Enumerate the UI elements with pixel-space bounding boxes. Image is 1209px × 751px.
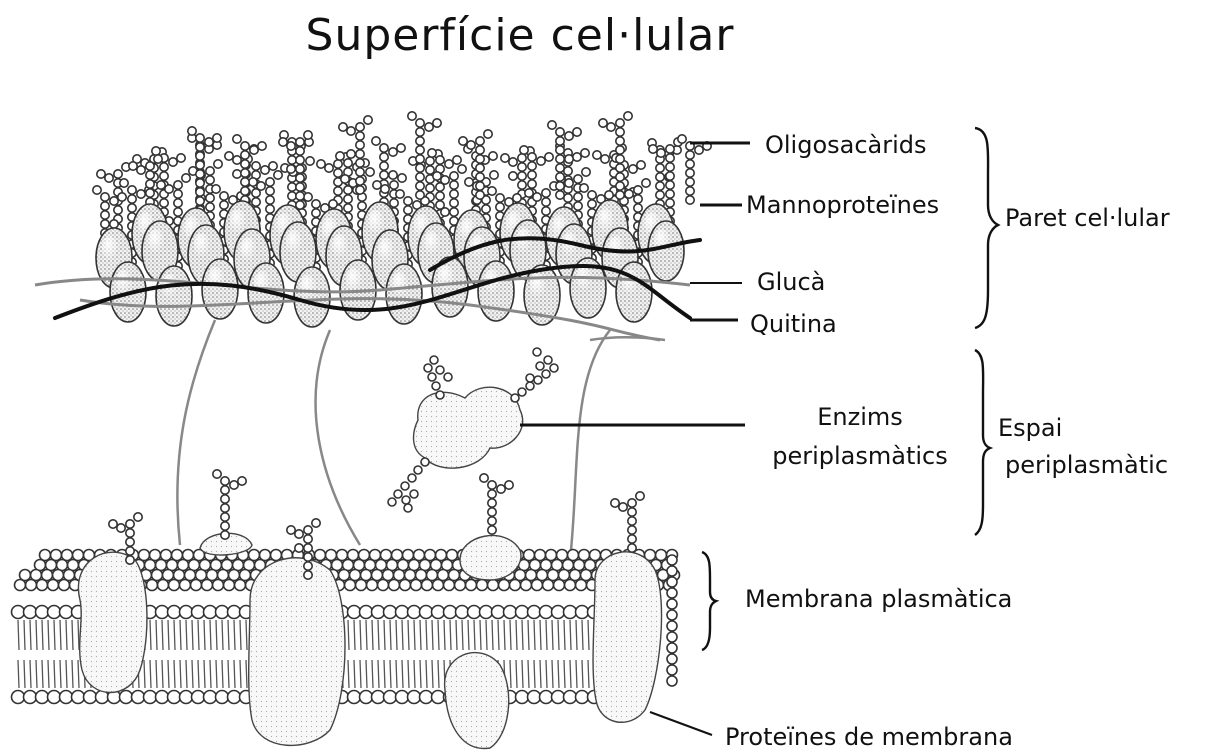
region-paret-cellular: Paret cel·lular (1005, 204, 1170, 232)
periplasmic-enzyme (388, 348, 558, 512)
plasma-membrane (12, 470, 680, 749)
region-espai: Espai (998, 414, 1062, 442)
region-periplasmatic: periplasmàtic (1005, 451, 1168, 479)
brace-espai (975, 350, 990, 535)
label-proteines-membrana: Proteïnes de membrana (725, 723, 1013, 751)
label-membrana-plasmatica: Membrana plasmàtica (745, 585, 1012, 613)
brace-membrana (702, 552, 716, 650)
brace-paret (975, 128, 998, 328)
label-periplasmatics: periplasmàtics (772, 442, 948, 470)
label-oligosacarids: Oligosacàrids (765, 131, 927, 159)
label-enzims: Enzims (817, 403, 903, 431)
label-quitina: Quitina (750, 310, 837, 338)
label-gluca: Glucà (757, 268, 825, 296)
label-mannoproteines: Mannoproteïnes (746, 191, 939, 219)
diagram-title: Superfície cel·lular (306, 10, 735, 61)
